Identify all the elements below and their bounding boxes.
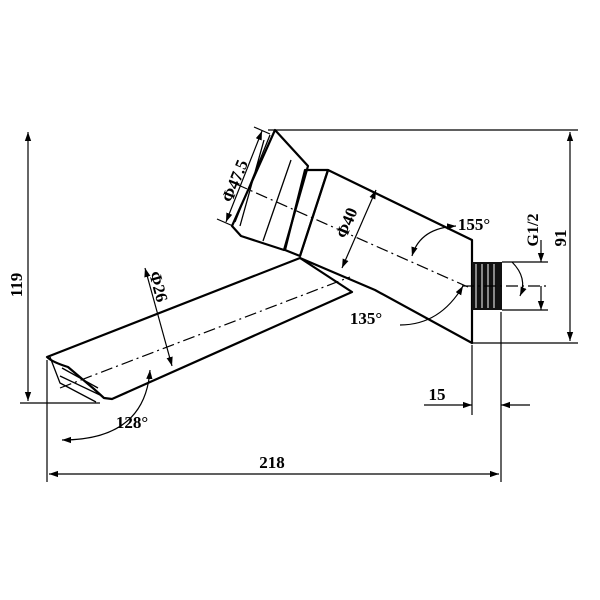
label-angle-knob: 155° [458, 215, 490, 234]
label-inlet-depth: 15 [429, 385, 446, 404]
arc-inlet [511, 261, 527, 297]
dim-line-knob [225, 130, 263, 223]
label-spout-diameter: Φ26 [145, 269, 171, 304]
label-angle-body: 135° [350, 309, 382, 328]
arc-135 [399, 285, 464, 326]
handle-knob-ribs [234, 134, 292, 242]
label-overall-height: 119 [7, 273, 26, 298]
handle-knob [230, 128, 310, 252]
arc-155 [411, 223, 457, 257]
spout-diameter-value: 26 [149, 283, 172, 304]
body-diameter-value: 40 [338, 205, 362, 228]
label-thread: G1/2 [525, 214, 542, 247]
faucet-outline [45, 128, 502, 403]
label-inlet-height: 91 [551, 230, 570, 247]
arc-128 [61, 369, 153, 444]
angle-arcs [61, 223, 527, 444]
labels: 119 91 218 15 G1/2 Φ47.5 Φ40 Φ26 155° 13… [7, 157, 570, 472]
label-body-diameter: Φ40 [332, 205, 361, 241]
spout-body [45, 256, 354, 401]
diameter-symbol: Φ [145, 269, 167, 288]
label-angle-spout: 128° [116, 413, 148, 432]
label-knob-diameter: Φ47.5 [218, 157, 252, 205]
valve-collar [283, 168, 330, 258]
diameter-symbol: Φ [218, 185, 241, 205]
label-overall-length: 218 [259, 453, 285, 472]
valve-body [299, 169, 474, 345]
diameter-symbol: Φ [332, 221, 355, 241]
knob-diameter-value: 47.5 [223, 157, 252, 192]
extension-lines [20, 126, 578, 482]
dim-line-body [341, 189, 377, 269]
dim-line-spout [144, 267, 173, 367]
dimension-lines [24, 130, 574, 478]
